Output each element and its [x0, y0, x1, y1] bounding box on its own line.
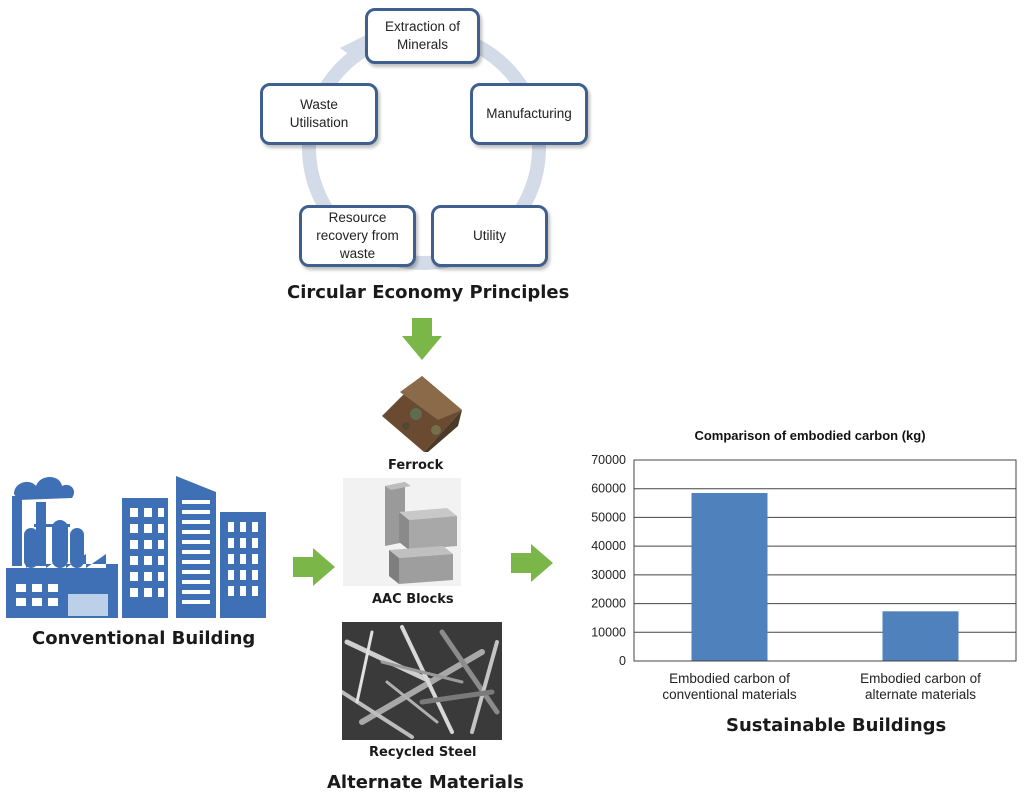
- sustainable-buildings-title: Sustainable Buildings: [726, 715, 947, 736]
- x-category-label: Embodied carbon of: [860, 671, 981, 686]
- ferrock-caption: Ferrock: [388, 458, 444, 473]
- y-tick-label: 50000: [591, 510, 626, 524]
- right-arrow-icon: [511, 544, 553, 582]
- cycle-step-extraction: Extraction of Minerals: [365, 8, 480, 64]
- y-tick-label: 60000: [591, 482, 626, 496]
- y-tick-label: 0: [619, 654, 626, 668]
- recycled-steel-caption: Recycled Steel: [369, 745, 477, 760]
- cycle-step-label: Manufacturing: [486, 106, 572, 121]
- plot-area-border: [633, 459, 1017, 662]
- chart-title: Comparison of embodied carbon (kg): [694, 428, 925, 443]
- y-tick-label: 20000: [591, 597, 626, 611]
- bar: [691, 493, 768, 661]
- x-category-label: Embodied carbon of: [669, 671, 790, 686]
- y-tick-label: 40000: [591, 539, 626, 553]
- cycle-step-label: Resource recovery from waste: [316, 210, 399, 261]
- y-tick-label: 10000: [591, 625, 626, 639]
- recycled-steel-image: [342, 622, 502, 740]
- ferrock-image: [382, 376, 462, 452]
- cycle-step-utility: Utility: [431, 205, 548, 267]
- cycle-step-label: Utility: [473, 228, 506, 243]
- aac-blocks-image: [343, 478, 461, 586]
- alternate-materials-title: Alternate Materials: [327, 772, 524, 793]
- cycle-step-waste-utilisation: Waste Utilisation: [260, 83, 378, 145]
- down-arrow-icon: [402, 318, 442, 360]
- y-tick-label: 70000: [591, 453, 626, 467]
- cycle-step-resource-recovery: Resource recovery from waste: [299, 205, 416, 267]
- embodied-carbon-chart: Comparison of embodied carbon (kg) 0 1000…: [591, 428, 1017, 702]
- x-category-label: alternate materials: [865, 687, 976, 702]
- y-tick-label: 30000: [591, 568, 626, 582]
- cycle-step-label: Waste Utilisation: [289, 97, 349, 130]
- conventional-building-illustration: [6, 476, 266, 618]
- x-category-label: conventional materials: [662, 687, 797, 702]
- conventional-building-title: Conventional Building: [32, 628, 256, 649]
- cycle-step-label: Extraction of Minerals: [384, 19, 461, 52]
- aac-blocks-caption: AAC Blocks: [372, 592, 454, 607]
- bar: [882, 611, 959, 661]
- right-arrow-icon: [293, 548, 335, 586]
- cycle-step-manufacturing: Manufacturing: [470, 83, 588, 145]
- circular-economy-title: Circular Economy Principles: [287, 282, 570, 303]
